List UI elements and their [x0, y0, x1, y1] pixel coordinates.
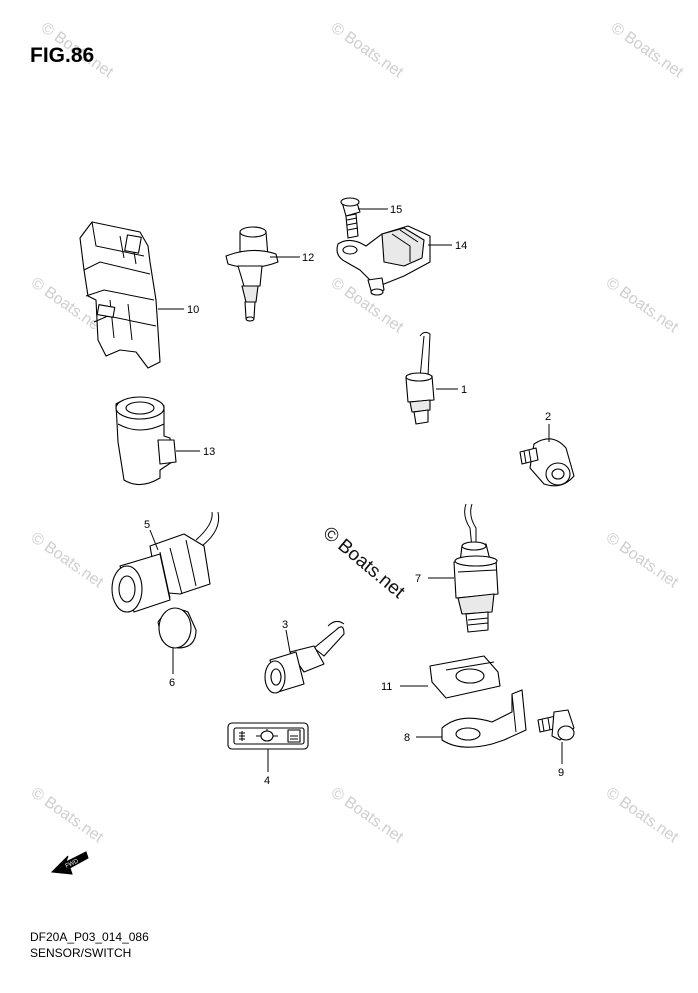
part-11-plate[interactable]: [429, 655, 501, 699]
watermark: © Boats.net: [603, 784, 682, 846]
callout-14: 14: [455, 240, 467, 252]
part-8-bracket[interactable]: [441, 689, 527, 748]
figure-title: FIG.86: [30, 44, 95, 67]
part-14-map-sensor[interactable]: [336, 225, 431, 296]
part-5-switch[interactable]: [111, 511, 220, 613]
part-10-bracket[interactable]: [79, 221, 161, 369]
part-12-sensor[interactable]: [225, 226, 279, 322]
part-7-pressure-switch[interactable]: [453, 503, 499, 633]
fwd-arrow-icon: FWD: [50, 851, 89, 875]
center-watermark: © Boats.net: [319, 523, 409, 604]
callout-13: 13: [203, 446, 215, 458]
watermark: © Boats.net: [28, 784, 107, 846]
figure-code: DF20A_P03_014_086: [30, 930, 149, 944]
callout-12: 12: [302, 252, 314, 264]
callout-2: 2: [545, 411, 551, 423]
callout-4: 4: [264, 775, 270, 787]
callout-3: 3: [282, 619, 288, 631]
leader-line: [285, 629, 291, 653]
callout-6: 6: [169, 677, 175, 689]
callout-15: 15: [390, 204, 402, 216]
part-13-grommet[interactable]: [115, 396, 177, 486]
part-6-cap[interactable]: [157, 607, 197, 649]
watermark: © Boats.net: [328, 784, 407, 846]
leader-line: [149, 529, 159, 551]
fwd-label: FWD: [65, 858, 81, 869]
watermark: © Boats.net: [328, 19, 407, 81]
watermark: © Boats.net: [608, 19, 687, 81]
watermark: © Boats.net: [328, 274, 407, 336]
part-2-knock-sensor[interactable]: [519, 438, 575, 487]
figure-description: SENSOR/SWITCH: [30, 946, 132, 960]
part-3-sensor[interactable]: [264, 620, 345, 694]
callout-11: 11: [381, 681, 392, 693]
callout-7: 7: [415, 573, 421, 585]
part-1-temp-sensor[interactable]: [405, 331, 435, 425]
watermark: © Boats.net: [603, 274, 682, 336]
callout-9: 9: [558, 767, 564, 779]
watermark: © Boats.net: [28, 529, 107, 591]
callout-5: 5: [144, 519, 150, 531]
watermark: © Boats.net: [603, 529, 682, 591]
callout-1: 1: [461, 384, 467, 396]
callout-8: 8: [404, 732, 410, 744]
part-9-bolt[interactable]: [537, 709, 575, 741]
part-15-bolt[interactable]: [340, 197, 361, 239]
callout-10: 10: [187, 304, 199, 316]
part-4-label-plate[interactable]: [227, 722, 309, 750]
